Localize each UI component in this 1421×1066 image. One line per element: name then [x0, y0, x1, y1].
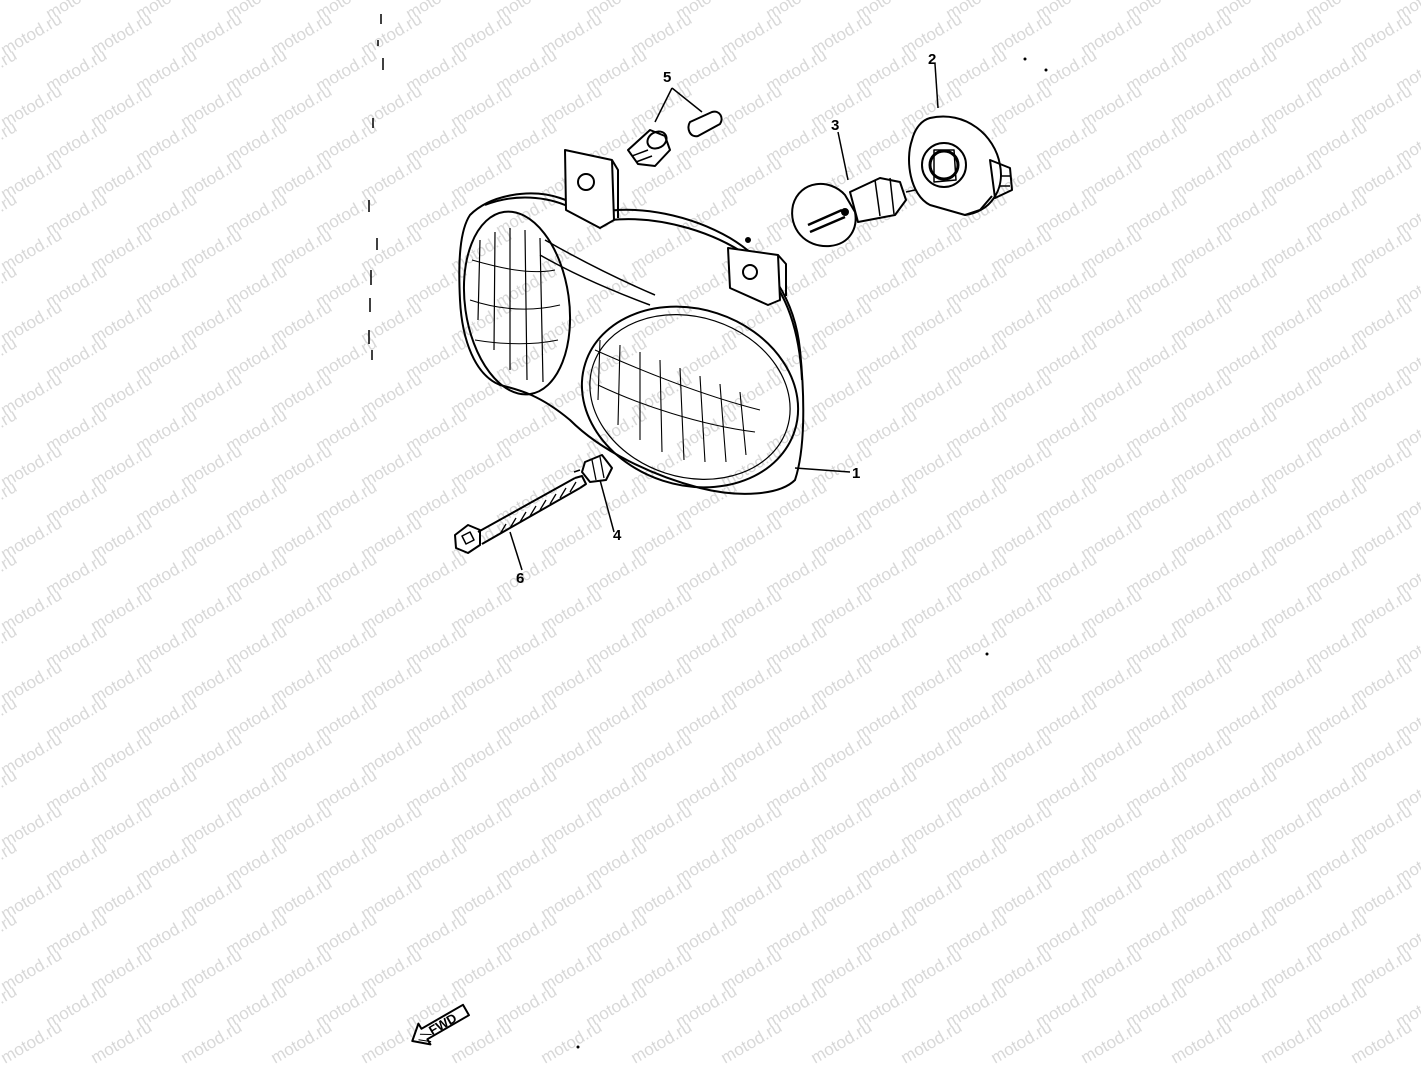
watermark-text: motod.ru [0, 1017, 65, 1066]
watermark-text: motod.ru [0, 0, 20, 23]
watermark-text: motod.ru [808, 1017, 876, 1066]
position-lamp-socket [573, 454, 613, 483]
watermark-text: motod.ru [898, 1017, 966, 1066]
watermark-text: motod.ru [268, 1017, 336, 1066]
bulb-socket-cover [908, 115, 1013, 216]
left-lens [462, 210, 572, 396]
watermark-text: motod.ru [1078, 1017, 1146, 1066]
headlight-assembly [458, 149, 805, 495]
watermark-text: motod.ru [718, 1017, 786, 1066]
callout-4: 4 [613, 527, 622, 544]
watermark-text: motod.ru [1348, 1017, 1416, 1066]
watermark-text: motod.ru [1168, 1017, 1236, 1066]
adjusting-screw [454, 475, 587, 554]
watermark-text: motod.ru [448, 1017, 516, 1066]
callout-2: 2 [928, 51, 936, 68]
watermark-text: motod.ru [538, 1017, 606, 1066]
position-bulb [627, 110, 723, 167]
leader-lines [509, 63, 939, 571]
watermark-text: motod.ru [178, 1017, 246, 1066]
callout-1: 1 [852, 465, 860, 482]
watermark-text: motod.ru [88, 1017, 156, 1066]
margin-marks [368, 14, 1048, 1049]
callout-5: 5 [663, 69, 671, 86]
right-lens [580, 305, 800, 489]
callout-labels: 1 2 3 4 5 6 [516, 51, 936, 587]
callout-6: 6 [516, 570, 524, 587]
watermark-text: motod.ru [988, 1017, 1056, 1066]
watermark-text: motod.ru [628, 1017, 696, 1066]
watermark-text: motod.ru [1258, 1017, 1326, 1066]
callout-3: 3 [831, 117, 839, 134]
bulb [791, 177, 916, 248]
